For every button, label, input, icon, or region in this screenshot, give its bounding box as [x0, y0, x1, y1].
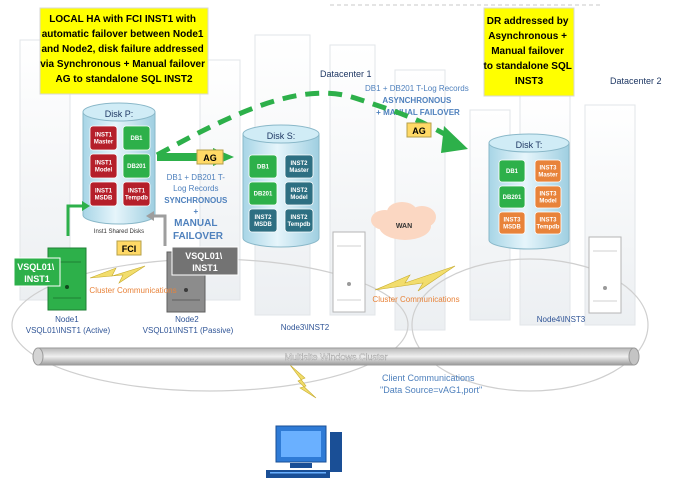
vsql-active-label: VSQL01\ INST1 — [17, 262, 57, 284]
node2-label: Node2 VSQL01\INST1 (Passive) — [143, 315, 234, 335]
datacenter1-label: Datacenter 1 — [320, 69, 372, 79]
db-cell-label: DB201 — [127, 164, 146, 170]
db-cell — [284, 154, 314, 179]
client-comm-label: Client Communications "Data Source=vAG1,… — [380, 373, 482, 395]
db-cell — [498, 185, 526, 209]
ag-sync-tag — [196, 149, 224, 165]
db-cell-label: DB1 — [257, 165, 270, 171]
ag-async-label: AG — [412, 126, 426, 136]
client-link-bolt — [289, 364, 317, 399]
ag-async-tag — [406, 122, 432, 138]
fci-label: FCI — [122, 244, 137, 254]
disk-p-footer: Inst1 Shared Disks — [94, 229, 144, 235]
sync-arrow-shaft — [157, 153, 215, 161]
fci-tag — [116, 240, 142, 256]
wan-label: WAN — [396, 223, 412, 230]
dr-text: DR addressed by Asynchronous + Manual fa… — [484, 16, 575, 87]
vsql-active-badge — [13, 257, 61, 287]
db-cell — [498, 211, 526, 235]
disk-p-title: Disk P: — [105, 109, 134, 119]
db-cell — [248, 181, 278, 206]
db-cell — [248, 154, 278, 179]
node3-server[interactable] — [332, 231, 366, 313]
db-cell — [498, 159, 526, 183]
vsql-passive-label: VSQL01\ INST1 — [185, 251, 225, 273]
client-computer-icon[interactable] — [266, 425, 342, 478]
wan-cloud: WAN — [371, 202, 436, 240]
async-replication-label: DB1 + DB201 T-Log Records ASYNCHRONOUS +… — [365, 84, 471, 117]
db-cell — [534, 185, 562, 209]
node2-disk-arrowhead — [146, 211, 154, 221]
sync-replication-label: DB1 + DB201 T- Log Records SYNCHRONOUS +… — [164, 167, 232, 242]
db-cell — [89, 125, 118, 151]
db-cell — [122, 153, 151, 179]
db-cell-label: DB1 — [506, 169, 519, 175]
db-cell — [284, 208, 314, 233]
db-cell — [534, 159, 562, 183]
db-cell — [122, 181, 151, 207]
cluster-link-bolt-1 — [89, 265, 146, 284]
node4-server[interactable] — [588, 236, 622, 314]
local-ha-callout — [39, 7, 209, 95]
db-cell — [248, 208, 278, 233]
async-arrowhead — [441, 126, 468, 153]
datacenter2-ellipse — [411, 258, 649, 392]
node4-label: Node4\INST3 — [537, 315, 586, 324]
datacenter2-label: Datacenter 2 — [610, 76, 662, 86]
local-ha-text: LOCAL HA with FCI INST1 with automatic f… — [40, 14, 208, 85]
db-cell-label: DB1 — [130, 136, 143, 142]
node2-disk-connector — [152, 214, 167, 246]
cluster-comm-label-2: Cluster Communications — [372, 295, 459, 304]
multisite-cluster-bar: Multisite Windows Cluster — [32, 347, 640, 366]
db-cell — [89, 153, 118, 179]
node1-label: Node1 VSQL01\INST1 (Active) — [26, 315, 111, 335]
db-cell-label: DB201 — [503, 195, 522, 201]
cluster-link-bolt-2 — [374, 265, 456, 292]
vsql-passive-badge — [171, 246, 239, 276]
node1-disk-arrowhead — [82, 201, 90, 211]
node3-label: Node3\INST2 — [281, 323, 330, 332]
dr-callout — [483, 7, 575, 97]
disk-s-title: Disk S: — [267, 131, 296, 141]
db-cell — [89, 181, 118, 207]
db-cell — [534, 211, 562, 235]
db-cell — [284, 181, 314, 206]
node1-disk-connector — [66, 204, 84, 236]
disk-t-title: Disk T: — [516, 140, 543, 150]
db-cell-label: DB201 — [254, 192, 273, 198]
db-cell — [122, 125, 151, 151]
multisite-label: Multisite Windows Cluster — [284, 352, 387, 362]
ag-sync-label: AG — [203, 153, 217, 163]
cluster-comm-label-1: Cluster Communications — [89, 286, 176, 295]
